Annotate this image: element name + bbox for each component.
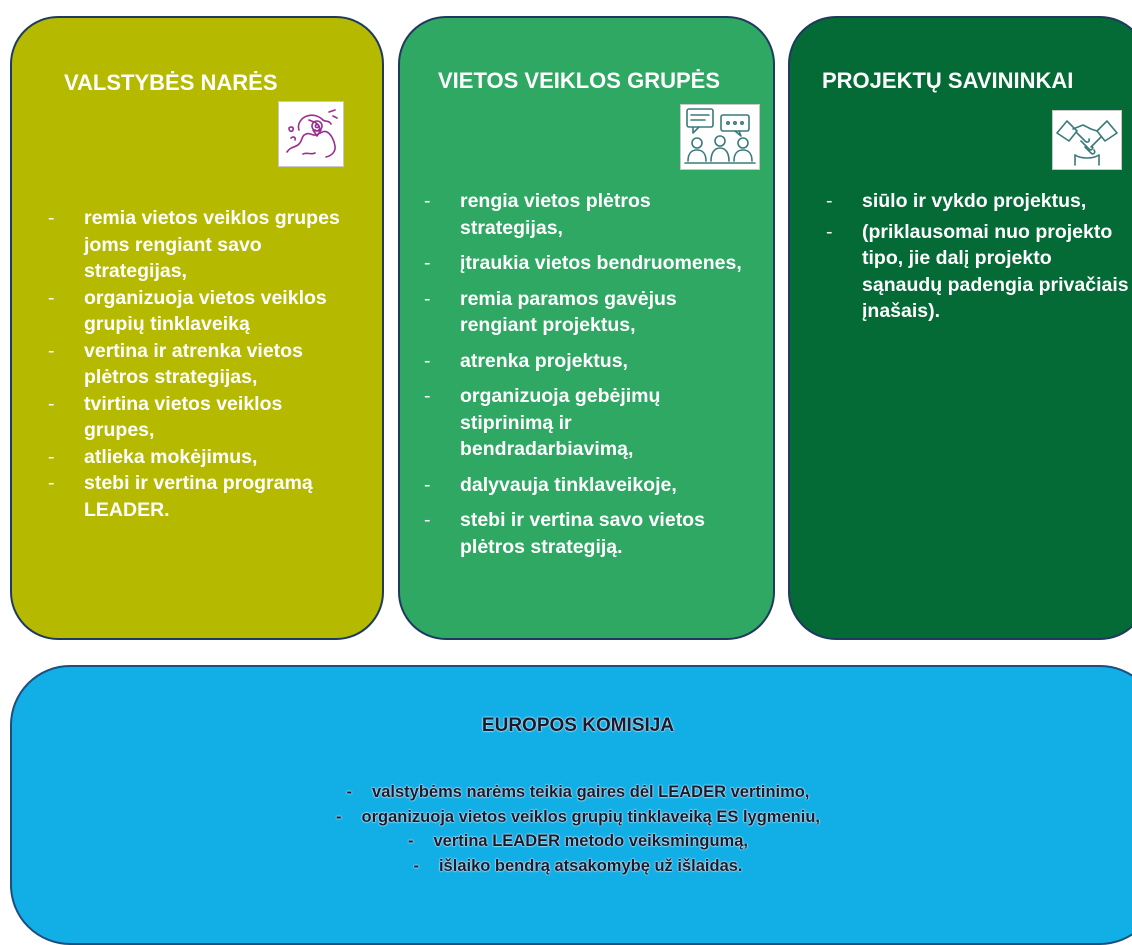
- bullet-dash: -: [48, 472, 55, 494]
- bullet-dash: -: [424, 473, 431, 496]
- list-item: -organizuoja gebėjimų stiprinimą ir bend…: [424, 385, 661, 460]
- bullet-dash: -: [346, 783, 353, 801]
- project-owners-box: PROJEKTŲ SAVININKAI -siūlo ir vykdo proj…: [788, 16, 1132, 640]
- european-commission-list: -valstybėms narėms teikia gaires dėl LEA…: [12, 780, 1132, 878]
- bullet-dash: -: [424, 385, 431, 407]
- list-item: -stebi ir vertina programą LEADER.: [48, 472, 313, 521]
- bullet-dash: -: [408, 832, 414, 850]
- member-states-title: VALSTYBĖS NARĖS: [64, 70, 278, 95]
- bullet-dash: -: [48, 207, 55, 229]
- project-owners-title: PROJEKTŲ SAVININKAI: [822, 68, 1074, 93]
- list-item: -vertina LEADER metodo veiksmingumą,: [408, 832, 748, 850]
- bullet-dash: -: [48, 286, 55, 309]
- member-states-list: -remia vietos veiklos grupes joms rengia…: [34, 205, 354, 523]
- list-item: -valstybėms narėms teikia gaires dėl LEA…: [346, 783, 810, 801]
- local-action-groups-list: -rengia vietos plėtros strategijas, -įtr…: [410, 188, 750, 569]
- bullet-dash: -: [424, 252, 431, 274]
- bullet-dash: -: [826, 220, 833, 243]
- bullet-dash: -: [336, 807, 342, 826]
- bullet-dash: -: [424, 509, 431, 531]
- bullet-dash: -: [48, 339, 55, 362]
- bullet-dash: -: [424, 287, 431, 310]
- list-item: -įtraukia vietos bendruomenes,: [410, 250, 750, 277]
- list-item: -siūlo ir vykdo projektus,: [812, 188, 1132, 215]
- list-item: -organizuoja vietos veiklos grupių tinkl…: [336, 807, 820, 826]
- bullet-dash: -: [413, 856, 419, 875]
- list-item: -atlieka mokėjimus,: [34, 444, 354, 471]
- group-discussion-icon: [680, 104, 760, 170]
- bullet-dash: -: [48, 392, 55, 415]
- list-item: -atrenka projektus,: [410, 348, 750, 375]
- list-item: -išlaiko bendrą atsakomybę už išlaidas.: [413, 856, 743, 875]
- bullet-dash: -: [424, 190, 431, 212]
- bullet-dash: -: [424, 349, 431, 372]
- local-action-groups-title: VIETOS VEIKLOS GRUPĖS: [438, 68, 720, 93]
- list-item: -tvirtina vietos veiklos grupes,: [48, 392, 283, 442]
- project-owners-list: -siūlo ir vykdo projektus, -(priklausoma…: [812, 188, 1132, 329]
- list-item: -stebi ir vertina savo vietos plėtros st…: [424, 509, 705, 558]
- bullet-dash: -: [48, 445, 55, 468]
- list-item: -organizuoja vietos veiklos grupių tinkl…: [48, 286, 327, 336]
- list-item: -remia vietos veiklos grupes joms rengia…: [48, 207, 340, 282]
- member-states-box: VALSTYBĖS NARĖS -remia vietos veiklos gr…: [10, 16, 384, 640]
- list-item: -vertina ir atrenka vietos plėtros strat…: [48, 339, 303, 389]
- list-item: -(priklausomai nuo projekto tipo, jie da…: [826, 220, 1129, 323]
- handshake-icon: [1052, 110, 1122, 170]
- bullet-dash: -: [826, 190, 833, 212]
- europe-map-icon: [278, 101, 344, 167]
- european-commission-title: EUROPOS KOMISIJA: [481, 715, 675, 736]
- local-action-groups-box: VIETOS VEIKLOS GRUPĖS -rengia vietos plė…: [398, 16, 775, 640]
- list-item: -remia paramos gavėjus rengiant projektu…: [424, 287, 677, 337]
- list-item: -dalyvauja tinklaveikoje,: [410, 472, 750, 499]
- european-commission-box: EUROPOS KOMISIJA -valstybėms narėms teik…: [10, 665, 1132, 945]
- list-item: -rengia vietos plėtros strategijas,: [424, 190, 651, 239]
